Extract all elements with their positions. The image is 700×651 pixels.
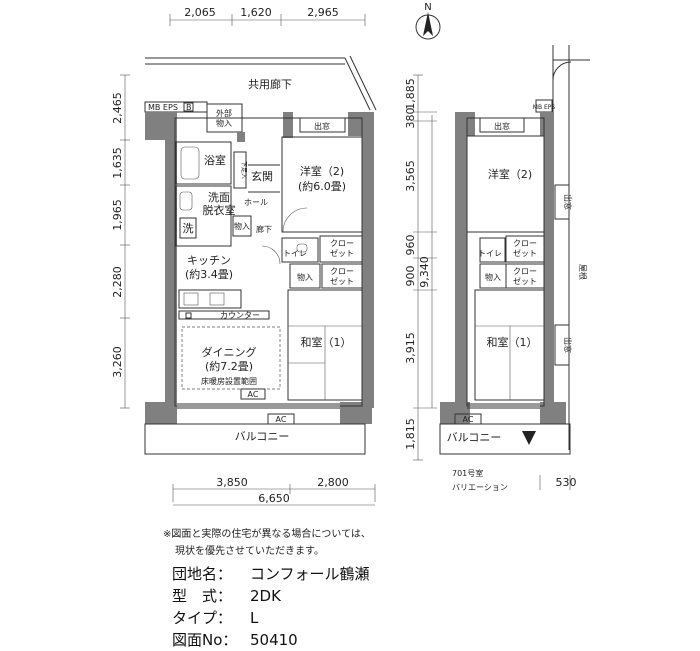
floor-heating-label: 床暖房設置範囲 [201, 376, 257, 386]
variation-window-side-2: 出窓 [563, 337, 573, 353]
disclaimer-line-2: 現状を優先させていただきます。 [175, 546, 324, 557]
hallway-label: 廊下 [256, 224, 272, 234]
variation-closet-2: クローゼット [513, 267, 537, 286]
info-row-kind: タイプ： L [172, 607, 370, 629]
shoe-box-label: 下足入 [240, 161, 247, 179]
top-dimension-line: 2,065 1,620 2,965 [169, 6, 366, 26]
b-label: B [186, 103, 192, 112]
roof-label: 屋根 [578, 264, 588, 280]
dim-bottom-2: 2,800 [317, 476, 349, 489]
variation-japanese-room-1: 和室（1） [487, 335, 538, 349]
dim-top-1: 2,065 [184, 6, 216, 19]
info-name-value: コンフォール鶴瀬 [250, 565, 370, 583]
dim-right-7: 1,815 [404, 418, 417, 450]
main-plan: 共用廊下 MB EPS B 外部物入 出窓 浴室 下足入 玄関 [144, 55, 377, 455]
variation-toilet: トイレ [478, 249, 502, 258]
dining-label: ダイニング [202, 345, 257, 359]
kitchen-size: (約3.4畳) [185, 267, 233, 281]
disclaimer-note: ※図面と実際の住宅が異なる場合については、 現状を優先させていただきます。 [163, 526, 371, 560]
closet-label-2: クローゼット [330, 267, 354, 286]
dim-left-5: 3,260 [111, 346, 124, 378]
info-type-label: 型 式： [172, 587, 233, 605]
storage-label-1: 物入 [234, 221, 250, 231]
storage-label-2: 物入 [297, 272, 313, 282]
info-kind-label: タイプ： [172, 609, 233, 627]
drain-triangle-icon [522, 431, 536, 445]
variation-balcony: バルコニー [447, 431, 502, 444]
dim-left-1: 2,465 [111, 92, 124, 124]
dim-right-2: 380 [404, 108, 417, 129]
mb-eps-label: MB EPS [148, 103, 178, 112]
variation-caption-2: バリエーション [452, 483, 508, 492]
dim-530: 530 [556, 476, 577, 489]
ac-label-2: AC [276, 415, 287, 424]
dining-size: (約7.2畳) [205, 359, 253, 373]
info-type-value: 2DK [250, 587, 281, 605]
kitchen-label: キッチン [187, 254, 231, 267]
variation-window-top: 出窓 [494, 121, 510, 131]
disclaimer-line-1: ※図面と実際の住宅が異なる場合については、 [163, 529, 371, 540]
variation-plan: MB EPS 出窓 洋室（2) 出窓 トイレ クローゼット 物入 クローゼット [439, 45, 590, 492]
western-room-2-size: (約6.0畳) [298, 179, 346, 193]
variation-caption-1: 701号室 [452, 468, 483, 478]
dim-bottom-1: 3,850 [216, 476, 248, 489]
variation-window-side-1: 出窓 [563, 194, 573, 210]
variation-storage: 物入 [485, 272, 501, 282]
dim-top-3: 2,965 [307, 6, 339, 19]
ac-label-1: AC [248, 390, 259, 399]
info-row-type: 型 式： 2DK [172, 585, 370, 607]
variation-dimension-line: 1,885 380 3,565 960 900 3,915 1,815 9,34… [404, 74, 437, 461]
info-drawing-value: 50410 [250, 631, 298, 649]
left-dimension-line: 2,465 1,635 1,965 2,280 3,260 [111, 74, 130, 409]
info-drawing-label: 図面No： [172, 631, 238, 649]
dim-right-total: 9,340 [418, 256, 431, 288]
compass-label: N [424, 2, 431, 13]
corridor-label: 共用廊下 [248, 77, 292, 91]
bath-label: 浴室 [204, 153, 226, 167]
dim-top-2: 1,620 [240, 6, 272, 19]
info-kind-value: L [250, 609, 259, 627]
dim-right-6: 3,915 [404, 332, 417, 364]
window-out-label: 出窓 [314, 121, 330, 131]
dim-left-3: 1,965 [111, 199, 124, 231]
dim-right-1: 1,885 [404, 78, 417, 110]
wash-label: 洗 [183, 222, 194, 235]
closet-label-1: クローゼット [330, 239, 354, 258]
variation-ac: AC [463, 415, 474, 424]
western-room-2-label: 洋室（2) [300, 164, 344, 178]
dim-left-4: 2,280 [111, 266, 124, 298]
toilet-label: トイレ [283, 249, 307, 258]
dim-right-4: 960 [404, 235, 417, 256]
variation-western-room-2: 洋室（2) [488, 167, 532, 181]
counter-label: カウンター [220, 311, 260, 320]
info-row-name: 団地名： コンフォール鶴瀬 [172, 563, 370, 585]
north-compass: N [415, 2, 441, 40]
hall-label: ホール [244, 198, 268, 207]
bottom-dimension-line: 3,850 2,800 6,650 [172, 476, 376, 506]
dim-right-3: 3,565 [404, 160, 417, 192]
washroom-label: 洗面脱衣室 [203, 191, 236, 217]
balcony-label: バルコニー [235, 430, 290, 443]
entrance-label: 玄関 [251, 169, 273, 183]
info-row-drawing: 図面No： 50410 [172, 629, 370, 651]
dim-bottom-total: 6,650 [258, 492, 290, 505]
outside-storage-label: 外部物入 [216, 108, 232, 128]
property-info: 団地名： コンフォール鶴瀬 型 式： 2DK タイプ： L 図面No： 50410 [172, 563, 370, 651]
variation-mb-eps: MB EPS [533, 104, 556, 111]
variation-closet-1: クローゼット [513, 239, 537, 258]
japanese-room-1-label: 和室（1） [301, 335, 352, 349]
info-name-label: 団地名： [172, 565, 233, 583]
dim-left-2: 1,635 [111, 147, 124, 179]
dim-right-5: 900 [404, 266, 417, 287]
